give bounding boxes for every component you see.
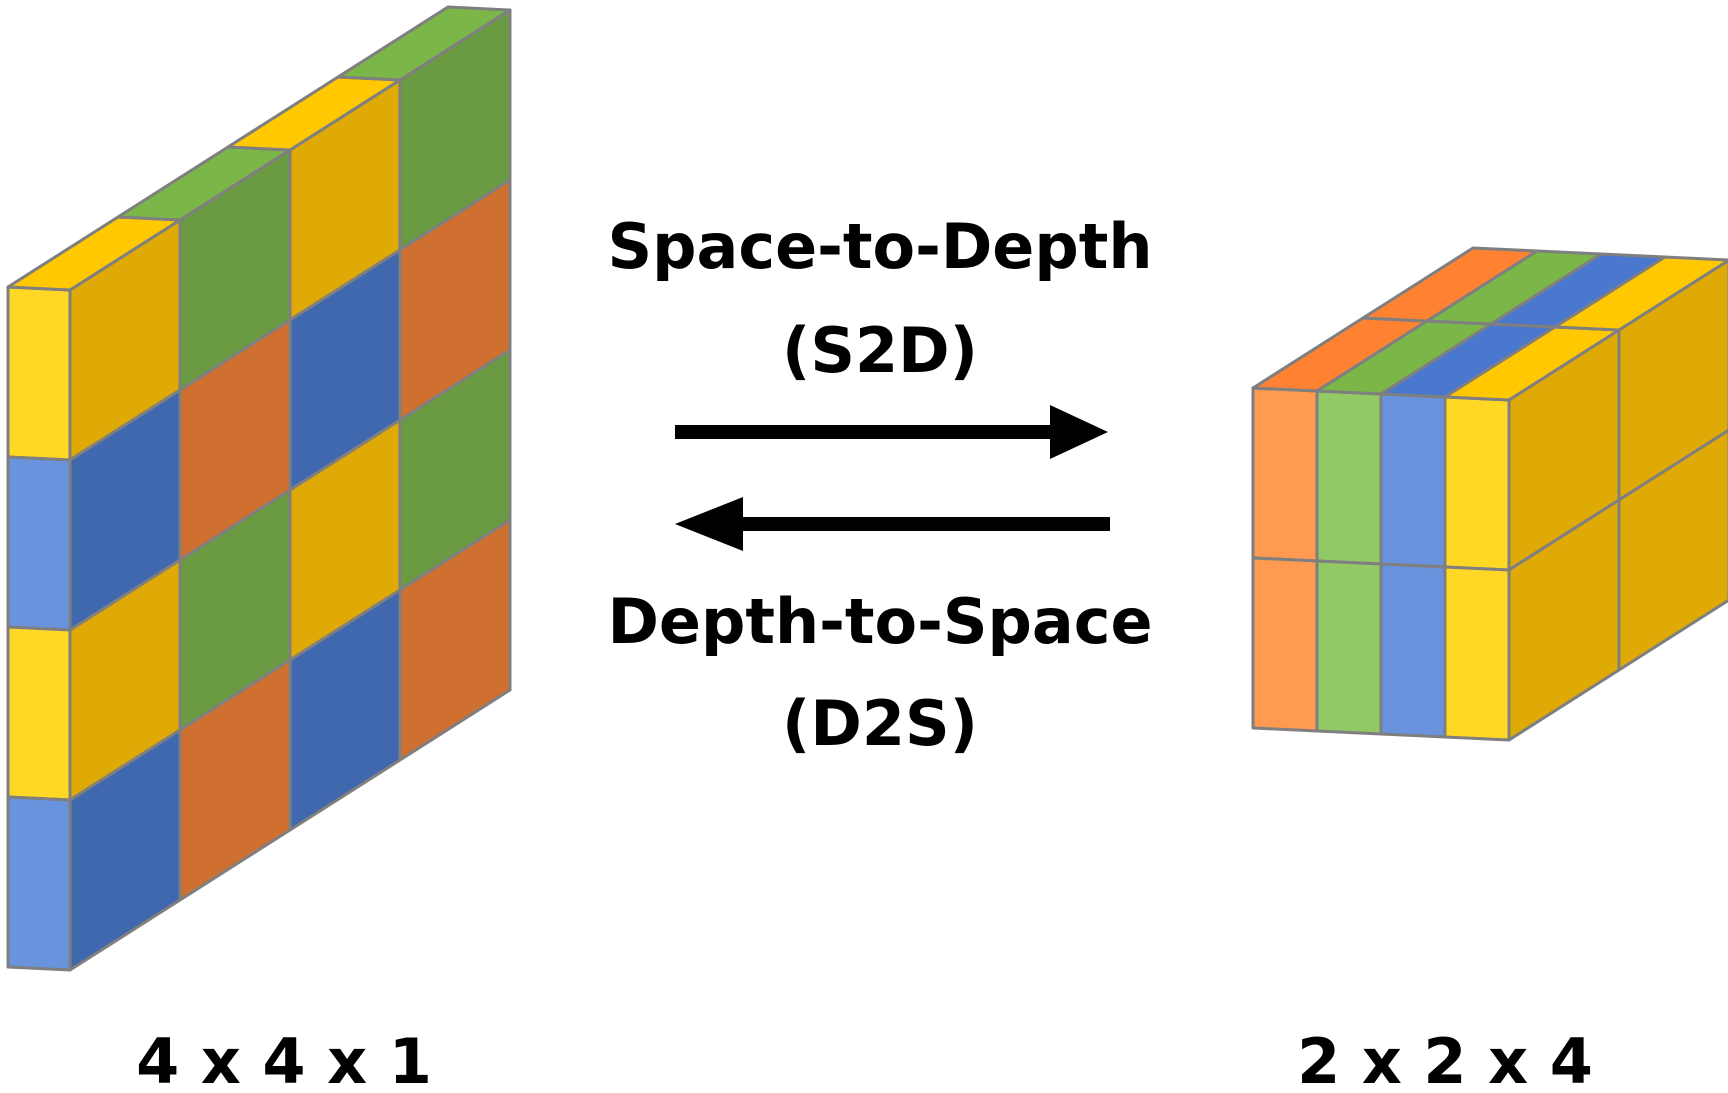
d2s-abbr-label: (D2S): [782, 687, 978, 760]
side-cell-yellow: [1617, 428, 1728, 672]
d2s-name-label: Depth-to-Space: [607, 585, 1152, 658]
top-cell-green: [336, 5, 512, 82]
right-dimension-label: 2 x 2 x 4: [1297, 1025, 1593, 1088]
forward-arrow: [675, 405, 1108, 459]
front-cell-orange: [398, 518, 512, 762]
side-cell-blue: [6, 795, 72, 972]
side-cell-blue: [6, 455, 72, 632]
left-dimension-label: 4 x 4 x 1: [136, 1025, 432, 1088]
front-slice-orange: [1251, 556, 1319, 733]
front-slice-orange: [1251, 386, 1319, 563]
s2d-name-label: Space-to-Depth: [607, 210, 1152, 283]
side-cell-yellow: [6, 285, 72, 462]
front-slice-yellow: [1443, 565, 1511, 742]
front-slice-blue: [1379, 562, 1447, 739]
left-tensor-4x4x1: [6, 5, 512, 972]
front-slice-green: [1315, 389, 1383, 566]
side-cell-yellow: [6, 625, 72, 802]
top-strip-yellow: [1553, 255, 1728, 332]
backward-arrow: [675, 497, 1110, 551]
s2d-abbr-label: (S2D): [782, 314, 978, 387]
front-slice-blue: [1379, 392, 1447, 569]
right-tensor-2x2x4: [1251, 246, 1728, 742]
front-slice-yellow: [1443, 395, 1511, 572]
front-slice-green: [1315, 559, 1383, 736]
